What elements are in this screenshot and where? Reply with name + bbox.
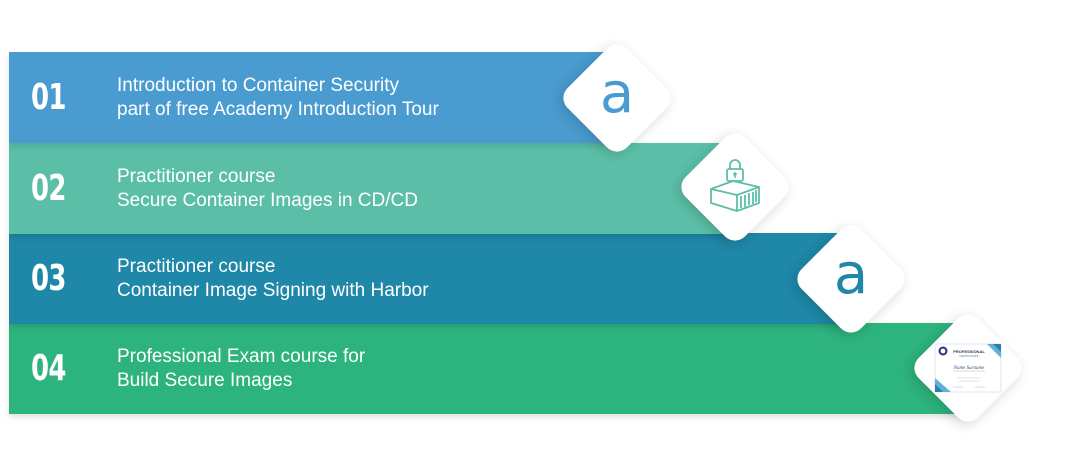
step-3-number: 03 — [31, 258, 66, 299]
step-3-bar: 03 Practitioner course Container Image S… — [9, 233, 849, 324]
locked-container-icon — [695, 147, 775, 227]
step-1-text: Introduction to Container Security part … — [117, 52, 439, 143]
step-2-title: Practitioner course — [117, 165, 276, 187]
step-1-title: Introduction to Container Security — [117, 74, 399, 96]
step-3-title: Practitioner course — [117, 255, 276, 277]
academy-logo-icon: a — [577, 58, 657, 138]
step-4-subtitle: Build Secure Images — [117, 369, 293, 391]
step-4-text: Professional Exam course for Build Secur… — [117, 323, 365, 414]
step-2-bar: 02 Practitioner course Secure Container … — [9, 143, 735, 234]
locked-container-svg — [710, 159, 760, 212]
step-4-bar: 04 Professional Exam course for Build Se… — [9, 323, 967, 414]
step-1-subtitle: part of free Academy Introduction Tour — [117, 98, 439, 120]
certificate-icon: PROFESSIONAL CERTIFICATE Name Surname — [928, 328, 1008, 408]
certificate-subtitle: CERTIFICATE — [959, 354, 978, 358]
academy-logo-glyph: a — [833, 242, 869, 307]
step-1-number: 01 — [31, 77, 66, 118]
certificate-name: Name Surname — [953, 366, 985, 371]
step-2-number: 02 — [31, 168, 66, 209]
step-2-subtitle: Secure Container Images in CD/CD — [117, 189, 418, 211]
step-3-text: Practitioner course Container Image Sign… — [117, 233, 429, 324]
academy-logo-glyph: a — [599, 61, 635, 126]
certificate-svg: PROFESSIONAL CERTIFICATE Name Surname — [934, 343, 1002, 393]
step-2-text: Practitioner course Secure Container Ima… — [117, 143, 418, 234]
step-3-subtitle: Container Image Signing with Harbor — [117, 279, 429, 301]
step-1-bar: 01 Introduction to Container Security pa… — [9, 52, 615, 143]
step-4-number: 04 — [31, 348, 66, 389]
academy-logo-icon: a — [811, 239, 891, 319]
certificate-title: PROFESSIONAL — [953, 349, 985, 354]
step-4-title: Professional Exam course for — [117, 345, 366, 367]
